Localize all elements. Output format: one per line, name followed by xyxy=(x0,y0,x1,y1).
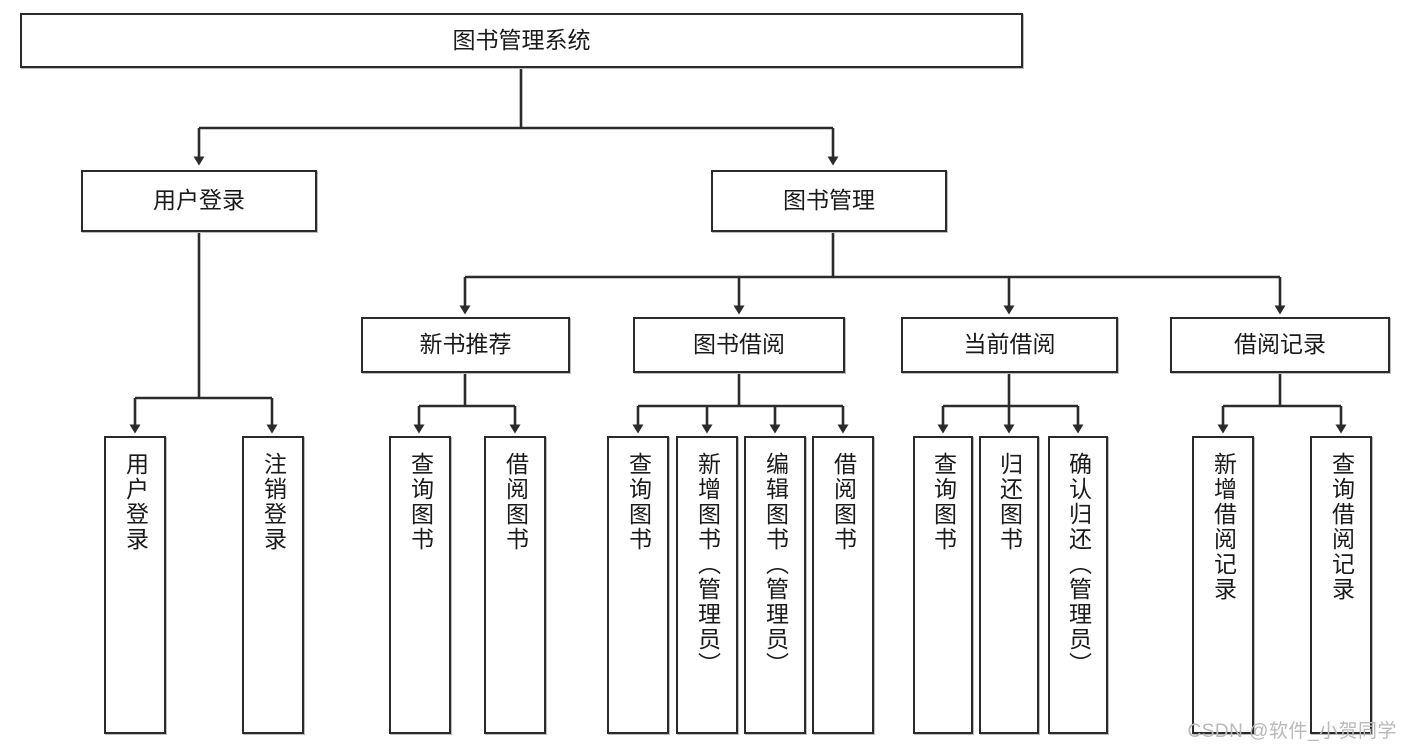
node-label: 借阅图书 xyxy=(830,452,857,552)
node-label: 新增借阅记录 xyxy=(1210,452,1237,602)
node-leaf-query-book-borrow[interactable]: 查询图书 xyxy=(607,436,669,734)
node-leaf-confirm-return-admin[interactable]: 确认归还（管理员） xyxy=(1048,436,1108,734)
node-leaf-add-borrow-record[interactable]: 新增借阅记录 xyxy=(1192,436,1254,734)
node-label: 当前借阅 xyxy=(963,331,1056,358)
watermark-text: CSDN @软件_小贺同学 xyxy=(1187,721,1397,742)
node-label: 借阅图书 xyxy=(502,452,529,552)
node-label: 编辑图书（管理员） xyxy=(762,452,789,677)
node-leaf-query-book-current[interactable]: 查询图书 xyxy=(913,436,973,734)
node-leaf-edit-book-admin[interactable]: 编辑图书（管理员） xyxy=(744,436,806,734)
node-label: 查询图书 xyxy=(930,452,957,552)
node-label: 图书管理 xyxy=(783,187,875,214)
node-book-management[interactable]: 图书管理 xyxy=(711,170,947,232)
node-leaf-add-book-admin[interactable]: 新增图书（管理员） xyxy=(676,436,738,734)
node-label: 新增图书（管理员） xyxy=(694,452,721,677)
node-leaf-borrow-book[interactable]: 借阅图书 xyxy=(812,436,874,734)
node-borrow-record[interactable]: 借阅记录 xyxy=(1170,317,1390,373)
node-leaf-query-borrow-record[interactable]: 查询借阅记录 xyxy=(1310,436,1372,734)
node-book-borrow[interactable]: 图书借阅 xyxy=(633,317,845,373)
node-label: 查询借阅记录 xyxy=(1328,452,1355,602)
node-label: 借阅记录 xyxy=(1234,331,1326,358)
node-leaf-user-login[interactable]: 用户登录 xyxy=(104,436,166,734)
node-leaf-query-book-recommend[interactable]: 查询图书 xyxy=(389,436,451,734)
node-user-login[interactable]: 用户登录 xyxy=(81,170,317,232)
node-label: 归还图书 xyxy=(996,452,1023,552)
node-new-book-recommend[interactable]: 新书推荐 xyxy=(361,317,570,373)
node-current-borrow[interactable]: 当前借阅 xyxy=(901,317,1118,373)
node-label: 注销登录 xyxy=(260,452,287,552)
node-leaf-return-book[interactable]: 归还图书 xyxy=(979,436,1039,734)
node-label: 图书管理系统 xyxy=(452,26,591,53)
node-root-system[interactable]: 图书管理系统 xyxy=(20,13,1023,68)
node-label: 查询图书 xyxy=(625,452,652,552)
node-leaf-logout[interactable]: 注销登录 xyxy=(242,436,304,734)
node-label: 用户登录 xyxy=(153,187,245,214)
node-label: 查询图书 xyxy=(407,452,434,552)
node-label: 确认归还（管理员） xyxy=(1065,452,1092,677)
node-label: 用户登录 xyxy=(122,452,149,552)
node-label: 图书借阅 xyxy=(693,331,785,358)
node-leaf-borrow-book-recommend[interactable]: 借阅图书 xyxy=(484,436,546,734)
node-label: 新书推荐 xyxy=(419,331,512,358)
